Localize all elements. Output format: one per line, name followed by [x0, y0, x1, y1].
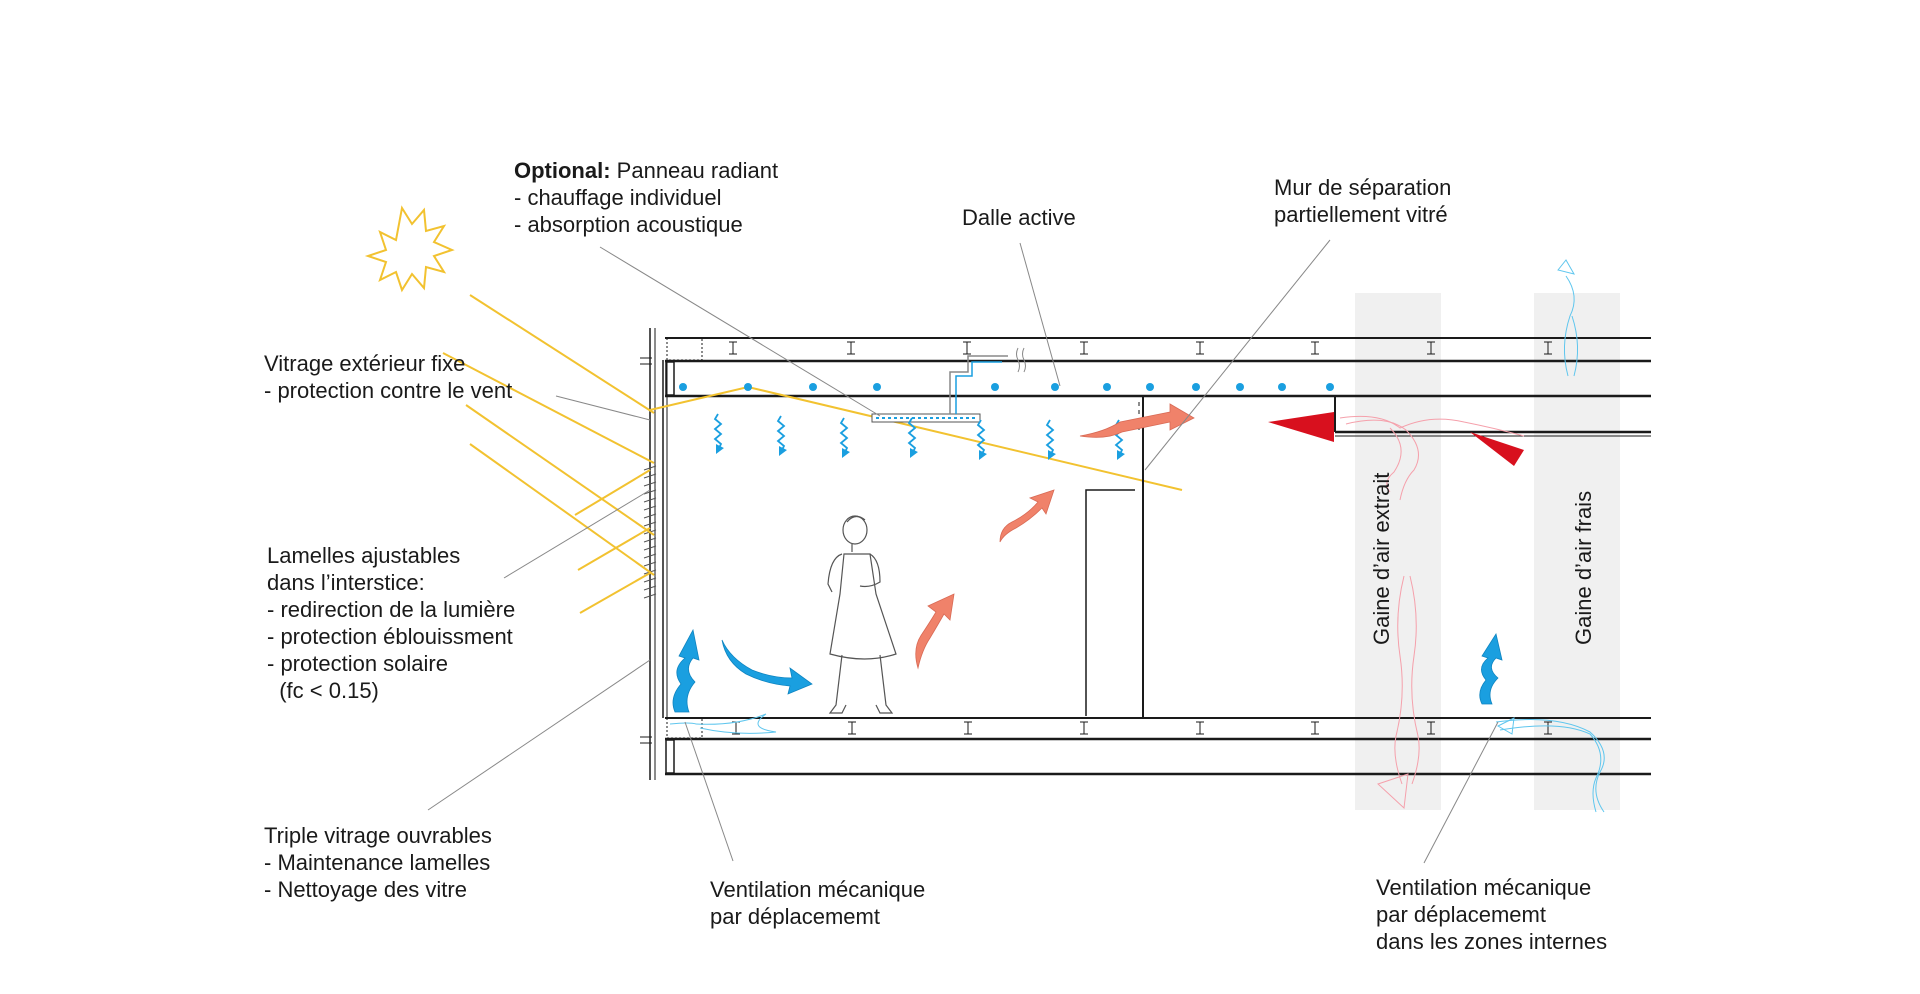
active-slab-pipes: [679, 383, 1334, 391]
floor-supply-flow: [669, 713, 777, 734]
warm-air-arrows: [915, 403, 1195, 670]
label-line: dans les zones internes: [1376, 929, 1608, 954]
double-skin-facade: [640, 328, 668, 780]
floor-slab: [665, 717, 1651, 776]
label-dalle-active: Dalle active: [962, 205, 1076, 230]
label-mur-separation: Mur de séparation partiellement vitré: [1274, 174, 1451, 228]
label-gaine-extrait: Gaine d’air extrait: [1369, 472, 1394, 645]
ceiling-beam-marks: [729, 341, 1552, 355]
label-line: - absorption acoustique: [514, 212, 743, 237]
label-line: - protection contre le vent: [264, 378, 513, 403]
label-line: par déplacememt: [710, 904, 880, 929]
ceiling-slab: [665, 337, 1651, 437]
cooling-radiation-arrows: [713, 413, 1126, 461]
label-optional-bold: Optional:: [514, 158, 611, 183]
label-line: - protection éblouissment: [267, 624, 513, 649]
sun-rays: [442, 294, 1183, 614]
label-line: Ventilation mécanique: [710, 877, 926, 902]
label-line: Mur de séparation: [1274, 175, 1452, 200]
leader-lines: [427, 239, 1499, 864]
label-line: Triple vitrage ouvrables: [264, 823, 492, 848]
supply-air-arrows: [672, 628, 1503, 713]
exhaust-air-shaft: [1355, 293, 1441, 810]
label-line: (fc < 0.15): [267, 678, 379, 703]
label-line: dans l’interstice:: [267, 570, 425, 595]
extract-air-flow: [1339, 415, 1525, 810]
label-line: - protection solaire: [267, 651, 448, 676]
label-line: Lamelles ajustables: [267, 543, 461, 568]
label-ventilation-1: Ventilation mécanique par déplacememt: [710, 876, 925, 930]
label-line: - Nettoyage des vitre: [264, 877, 467, 902]
label-line: Vitrage extérieur fixe: [264, 351, 466, 376]
radiant-panel: [871, 347, 1026, 423]
label-lamelles: Lamelles ajustables dans l’interstice: -…: [267, 542, 515, 704]
person-figure: [827, 515, 897, 714]
label-line: - redirection de la lumière: [267, 597, 516, 622]
label-ventilation-2: Ventilation mécanique par déplacememt da…: [1376, 874, 1607, 955]
label-line: - chauffage individuel: [514, 185, 722, 210]
fresh-air-flow: [1495, 259, 1605, 813]
label-triple-vitrage: Triple vitrage ouvrables - Maintenance l…: [264, 822, 492, 903]
label-line: Ventilation mécanique: [1376, 875, 1592, 900]
sun-icon: [364, 205, 455, 293]
label-optional-panel: Optional: Panneau radiant - chauffage in…: [514, 157, 778, 238]
floor-beam-marks: [732, 721, 1552, 735]
label-line: par déplacememt: [1376, 902, 1546, 927]
label-vitrage-exterieur: Vitrage extérieur fixe - protection cont…: [264, 350, 512, 404]
partition-wall: [1085, 396, 1144, 718]
label-line: - Maintenance lamelles: [264, 850, 491, 875]
label-gaine-frais: Gaine d’air frais: [1571, 490, 1596, 645]
label-line: partiellement vitré: [1274, 202, 1448, 227]
label-optional-title: Panneau radiant: [616, 158, 779, 183]
exhaust-air-nozzles: [1268, 412, 1524, 466]
